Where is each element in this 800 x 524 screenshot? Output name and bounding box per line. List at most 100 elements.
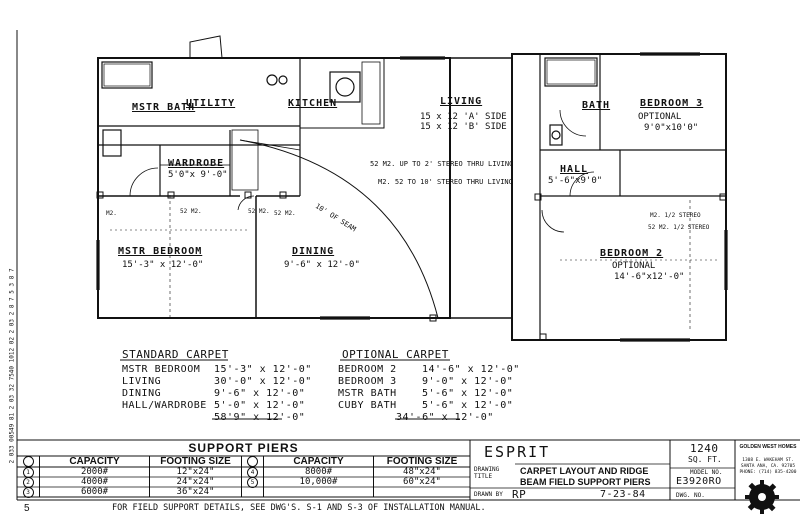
pier-footing: 48"x24" <box>373 467 470 477</box>
pier-mark-cell: 2 <box>17 476 39 488</box>
drawing-number-label: DWG. NO. <box>676 492 705 499</box>
support-piers-title: SUPPORT PIERS <box>188 441 299 455</box>
pier-footing: 12"x24" <box>149 467 241 477</box>
model-number-label: MODEL NO. <box>690 469 723 476</box>
hall-dim: 5'-6"x9'0" <box>548 176 603 186</box>
pier-mark: 52 M2. <box>274 210 296 217</box>
pier-number: 1 <box>22 466 34 478</box>
optional-carpet-heading: OPTIONAL CARPET <box>342 348 449 361</box>
pier-footing: 24"x24" <box>149 477 241 487</box>
pier-capacity: 2000# <box>39 467 149 477</box>
carpet-total: 58'9" x 12'-0" <box>214 412 306 423</box>
carpet-row: BEDROOM 2 14'-6" x 12'-0" <box>338 364 520 376</box>
pier-number: 4 <box>247 466 258 478</box>
pier-mark-cell: 3 <box>17 486 39 498</box>
pier-mark: 52 M2. <box>248 208 270 215</box>
empty-cell <box>241 487 263 497</box>
header-capacity-left: CAPACITY <box>39 456 149 467</box>
pier-capacity: 8000# <box>263 467 373 477</box>
room-label-living: LIVING <box>440 96 483 107</box>
carpet-room-size: 9'-0" x 12'-0" <box>422 376 514 387</box>
stereo-note-1: 52 M2. UP TO 2' STEREO THRU LIVING <box>370 160 514 168</box>
drawing-title-label: DRAWING TITLE <box>474 466 500 480</box>
dining-dim: 9'-6" x 12'-0" <box>284 260 360 270</box>
carpet-room-name: HALL/WARDROBE <box>122 400 207 411</box>
wardrobe-dim: 5'0"x 9'-0" <box>168 170 228 180</box>
pier-mark-cell: 5 <box>241 476 263 488</box>
living-dim-a: 15 x 12 'A' SIDE <box>420 112 507 122</box>
standard-carpet-heading: STANDARD CARPET <box>122 348 229 361</box>
drawing-title-line-1: CARPET LAYOUT AND RIDGE <box>520 466 649 476</box>
pier-mark: 52 M2. 1/2 STEREO <box>648 224 710 231</box>
carpet-total-row: 58'9" x 12'-0" <box>122 412 312 424</box>
pier-mark-cell: 1 <box>17 466 39 478</box>
square-footage-label: SQ. FT. <box>688 455 722 464</box>
room-label-mstr-bath: MSTR BATH <box>132 102 196 113</box>
room-label-bedroom3: BEDROOM 3 <box>640 98 704 109</box>
carpet-room-size: 14'-6" x 12'-0" <box>422 364 520 375</box>
model-name: ESPRIT <box>484 443 551 461</box>
header-mark-col <box>17 456 39 467</box>
room-label-bedroom2: BEDROOM 2 <box>600 248 664 259</box>
stereo-note-2: M2. 52 TO 10' STEREO THRU LIVING <box>378 178 513 186</box>
model-number: E3920RO <box>676 476 722 487</box>
carpet-room-name: LIVING <box>122 376 162 387</box>
drawing-title-line-2: BEAM FIELD SUPPORT PIERS <box>520 477 651 487</box>
company-address-1: 1308 E. WAKEHAM ST. <box>742 458 794 463</box>
carpet-row: MSTR BEDROOM 15'-3" x 12'-0" <box>122 364 312 376</box>
pier-capacity: 6000# <box>39 487 149 497</box>
carpet-room-size: 5'-6" x 12'-0" <box>422 388 514 399</box>
pier-mark: M2. 1/2 STEREO <box>650 212 701 219</box>
carpet-total-row: 34'-6" x 12'-0" <box>338 412 520 424</box>
mstr-bedroom-dim: 15'-3" x 12'-0" <box>122 260 204 270</box>
pier-mark: 52 M2. <box>180 208 202 215</box>
carpet-room-size: 9'-6" x 12'-0" <box>214 388 306 399</box>
header-capacity-right: CAPACITY <box>263 456 373 467</box>
carpet-row: HALL/WARDROBE 5'-0" x 12'-0" <box>122 400 312 412</box>
carpet-room-size: 5'-0" x 12'-0" <box>214 400 306 411</box>
carpet-room-name: MSTR BATH <box>338 388 397 399</box>
carpet-row: BEDROOM 3 9'-0" x 12'-0" <box>338 376 520 388</box>
room-label-utility: UTILITY <box>186 98 236 109</box>
bedroom3-optional: OPTIONAL <box>638 112 682 122</box>
carpet-room-size: 15'-3" x 12'-0" <box>214 364 312 375</box>
room-label-mstr-bedroom: MSTR BEDROOM <box>118 246 203 257</box>
carpet-room-name: BEDROOM 3 <box>338 376 397 387</box>
pier-mark: M2. <box>106 210 117 217</box>
living-dim-b: 15 x 12 'B' SIDE <box>420 122 507 132</box>
square-footage: 1240 <box>690 442 719 455</box>
bedroom2-optional: OPTIONAL <box>612 261 656 271</box>
carpet-total: 34'-6" x 12'-0" <box>396 412 494 423</box>
company-phone: PHONE: (714) 835-4200 <box>739 470 797 475</box>
empty-cell <box>263 487 373 497</box>
room-label-dining: DINING <box>292 246 335 257</box>
carpet-room-name: BEDROOM 2 <box>338 364 397 375</box>
pier-mark-cell: 4 <box>241 466 263 478</box>
header-mark-col-right <box>241 456 263 467</box>
optional-carpet-list: BEDROOM 2 14'-6" x 12'-0" BEDROOM 3 9'-0" … <box>338 364 520 424</box>
room-label-kitchen: KITCHEN <box>288 98 338 109</box>
carpet-row: DINING 9'-6" x 12'-0" <box>122 388 312 400</box>
carpet-row: MSTR BATH 5'-6" x 12'-0" <box>338 388 520 400</box>
pier-number: 3 <box>22 486 34 498</box>
room-label-hall: HALL <box>560 164 589 175</box>
pier-number: 2 <box>22 476 34 488</box>
field-support-footnote: FOR FIELD SUPPORT DETAILS, SEE DWG'S. S-… <box>112 503 486 513</box>
mark-circle <box>247 456 258 467</box>
room-label-wardrobe: WARDROBE <box>168 158 225 169</box>
bedroom3-dim: 9'0"x10'0" <box>644 123 699 133</box>
header-footing-left: FOOTING SIZE <box>149 456 241 467</box>
carpet-room-name: DINING <box>122 388 162 399</box>
carpet-room-name: MSTR BEDROOM <box>122 364 201 375</box>
pier-capacity: 10,000# <box>263 477 373 487</box>
drawn-by-initials: RP <box>512 488 527 501</box>
pier-number: 5 <box>247 476 258 488</box>
pier-capacity: 4000# <box>39 477 149 487</box>
page-number: 5 <box>24 503 30 514</box>
company-name: GOLDEN WEST HOMES <box>739 444 797 450</box>
drawing-date: 7-23-84 <box>600 489 646 500</box>
